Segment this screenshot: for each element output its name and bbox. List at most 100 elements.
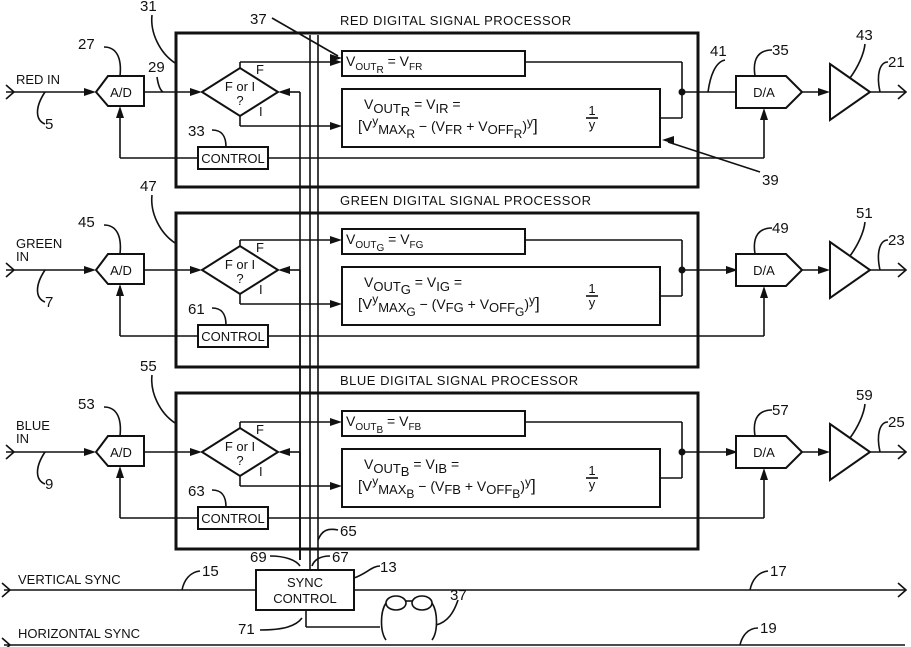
control-box-label: CONTROL bbox=[201, 329, 265, 344]
arrowhead-up-icon bbox=[116, 284, 124, 296]
decision-label: F or I bbox=[225, 257, 255, 272]
reference-number: 63 bbox=[188, 483, 205, 500]
exponent-numerator: 1 bbox=[588, 463, 595, 478]
line-71-leader bbox=[260, 618, 302, 630]
line-69-leader bbox=[270, 556, 300, 566]
amp-ref-leader bbox=[850, 44, 865, 78]
control-ref-leader bbox=[212, 308, 226, 325]
output-ref-leader bbox=[878, 240, 888, 270]
exponent-denominator: y bbox=[589, 295, 596, 310]
ad-converter-label: A/D bbox=[110, 445, 132, 460]
arrowhead-right-icon bbox=[818, 448, 830, 456]
arrowhead-up-icon bbox=[760, 286, 768, 298]
arrowhead-right-icon bbox=[330, 482, 342, 490]
da-ref-leader bbox=[754, 228, 772, 254]
sync-control-label: SYNC bbox=[287, 575, 323, 590]
reference-number: 37 bbox=[250, 11, 267, 28]
decision-branch-f: F bbox=[256, 422, 264, 437]
control-box-label: CONTROL bbox=[201, 511, 265, 526]
reference-number: 33 bbox=[188, 123, 205, 140]
reference-number: 45 bbox=[78, 214, 95, 231]
vertical-out-ref-leader bbox=[750, 571, 768, 590]
exponent-denominator: y bbox=[589, 117, 596, 132]
sync-control-label: CONTROL bbox=[273, 591, 337, 606]
ad-ref-leader bbox=[104, 47, 120, 76]
decision-branch-i: I bbox=[259, 104, 263, 119]
input-label-blue: IN bbox=[16, 431, 29, 446]
shutter-glasses-icon bbox=[382, 596, 437, 640]
input-arrowhead-icon bbox=[84, 88, 96, 96]
arrowhead-right-icon bbox=[818, 88, 830, 96]
exponent-denominator: y bbox=[589, 477, 596, 492]
input-arrowhead-icon bbox=[84, 448, 96, 456]
reference-number: 71 bbox=[238, 621, 255, 638]
reference-number: 59 bbox=[856, 387, 873, 404]
arrowhead-up-icon bbox=[760, 108, 768, 120]
line-67-leader bbox=[312, 556, 330, 566]
glasses-temple-icon bbox=[432, 603, 437, 640]
reference-number: 65 bbox=[340, 523, 357, 540]
reference-number: 15 bbox=[202, 563, 219, 580]
amp-ref-leader bbox=[850, 404, 865, 438]
reference-number: 41 bbox=[710, 43, 727, 60]
da-converter-label: D/A bbox=[753, 445, 775, 460]
exponent-numerator: 1 bbox=[588, 281, 595, 296]
arrowhead-right-icon bbox=[330, 236, 342, 244]
arrowhead-right-icon bbox=[330, 300, 342, 308]
reference-number: 61 bbox=[188, 301, 205, 318]
amplifier-blue bbox=[830, 424, 870, 480]
bus-ref-leader bbox=[318, 529, 338, 540]
da-ref-leader bbox=[754, 410, 772, 436]
ad-converter-label: A/D bbox=[110, 85, 132, 100]
reference-number: 31 bbox=[140, 0, 157, 15]
arrowhead-left-icon bbox=[278, 448, 290, 456]
input-label-green: IN bbox=[16, 249, 29, 264]
reference-number: 53 bbox=[78, 396, 95, 413]
arrowhead-up-icon bbox=[116, 466, 124, 478]
amplifier-red bbox=[830, 64, 870, 120]
arrowhead-right-icon bbox=[330, 122, 342, 130]
decision-label: ? bbox=[236, 453, 243, 468]
reference-number: 43 bbox=[856, 27, 873, 44]
formula-box-i-green bbox=[342, 267, 660, 325]
horizontal-sync-label: HORIZONTAL SYNC bbox=[18, 626, 140, 641]
dsp-title-red: RED DIGITAL SIGNAL PROCESSOR bbox=[340, 13, 572, 28]
arrowhead-up-icon bbox=[116, 106, 124, 118]
amplifier-green bbox=[830, 242, 870, 298]
vertical-in-ref-leader bbox=[182, 571, 200, 590]
decision-branch-f: F bbox=[256, 240, 264, 255]
dsp-ref-leader bbox=[152, 195, 175, 243]
reference-number: 39 bbox=[762, 172, 779, 189]
glasses-temple-icon bbox=[382, 603, 387, 640]
arrowhead-right-icon bbox=[330, 418, 342, 426]
reference-number: 21 bbox=[888, 54, 905, 71]
arrowhead-up-icon bbox=[760, 468, 768, 480]
formula-box-i-red bbox=[342, 89, 660, 147]
output-ref-leader bbox=[878, 422, 888, 452]
input-ref-leader bbox=[38, 452, 46, 484]
reference-number: 67 bbox=[332, 549, 349, 566]
da-out-leader bbox=[708, 60, 725, 92]
arrowhead-right-icon bbox=[818, 266, 830, 274]
reference-number: 19 bbox=[760, 620, 777, 637]
reference-number: 37 bbox=[450, 587, 467, 604]
reference-number: 17 bbox=[770, 563, 787, 580]
input-ref-leader bbox=[38, 92, 46, 124]
reference-number: 23 bbox=[888, 232, 905, 249]
reference-number: 57 bbox=[772, 402, 789, 419]
reference-number: 49 bbox=[772, 220, 789, 237]
decision-branch-i: I bbox=[259, 282, 263, 297]
formula-f-ref-leader bbox=[272, 18, 338, 56]
input-arrowhead-icon bbox=[84, 266, 96, 274]
reference-number: 35 bbox=[772, 42, 789, 59]
decision-label: ? bbox=[236, 271, 243, 286]
control-ref-leader bbox=[212, 490, 226, 507]
ad-ref-leader bbox=[104, 407, 120, 436]
ad-converter-label: A/D bbox=[110, 263, 132, 278]
da-ref-leader bbox=[754, 50, 772, 76]
reference-number: 25 bbox=[888, 414, 905, 431]
reference-number: 27 bbox=[78, 36, 95, 53]
dsp-ref-leader bbox=[152, 15, 175, 63]
decision-label: ? bbox=[236, 93, 243, 108]
